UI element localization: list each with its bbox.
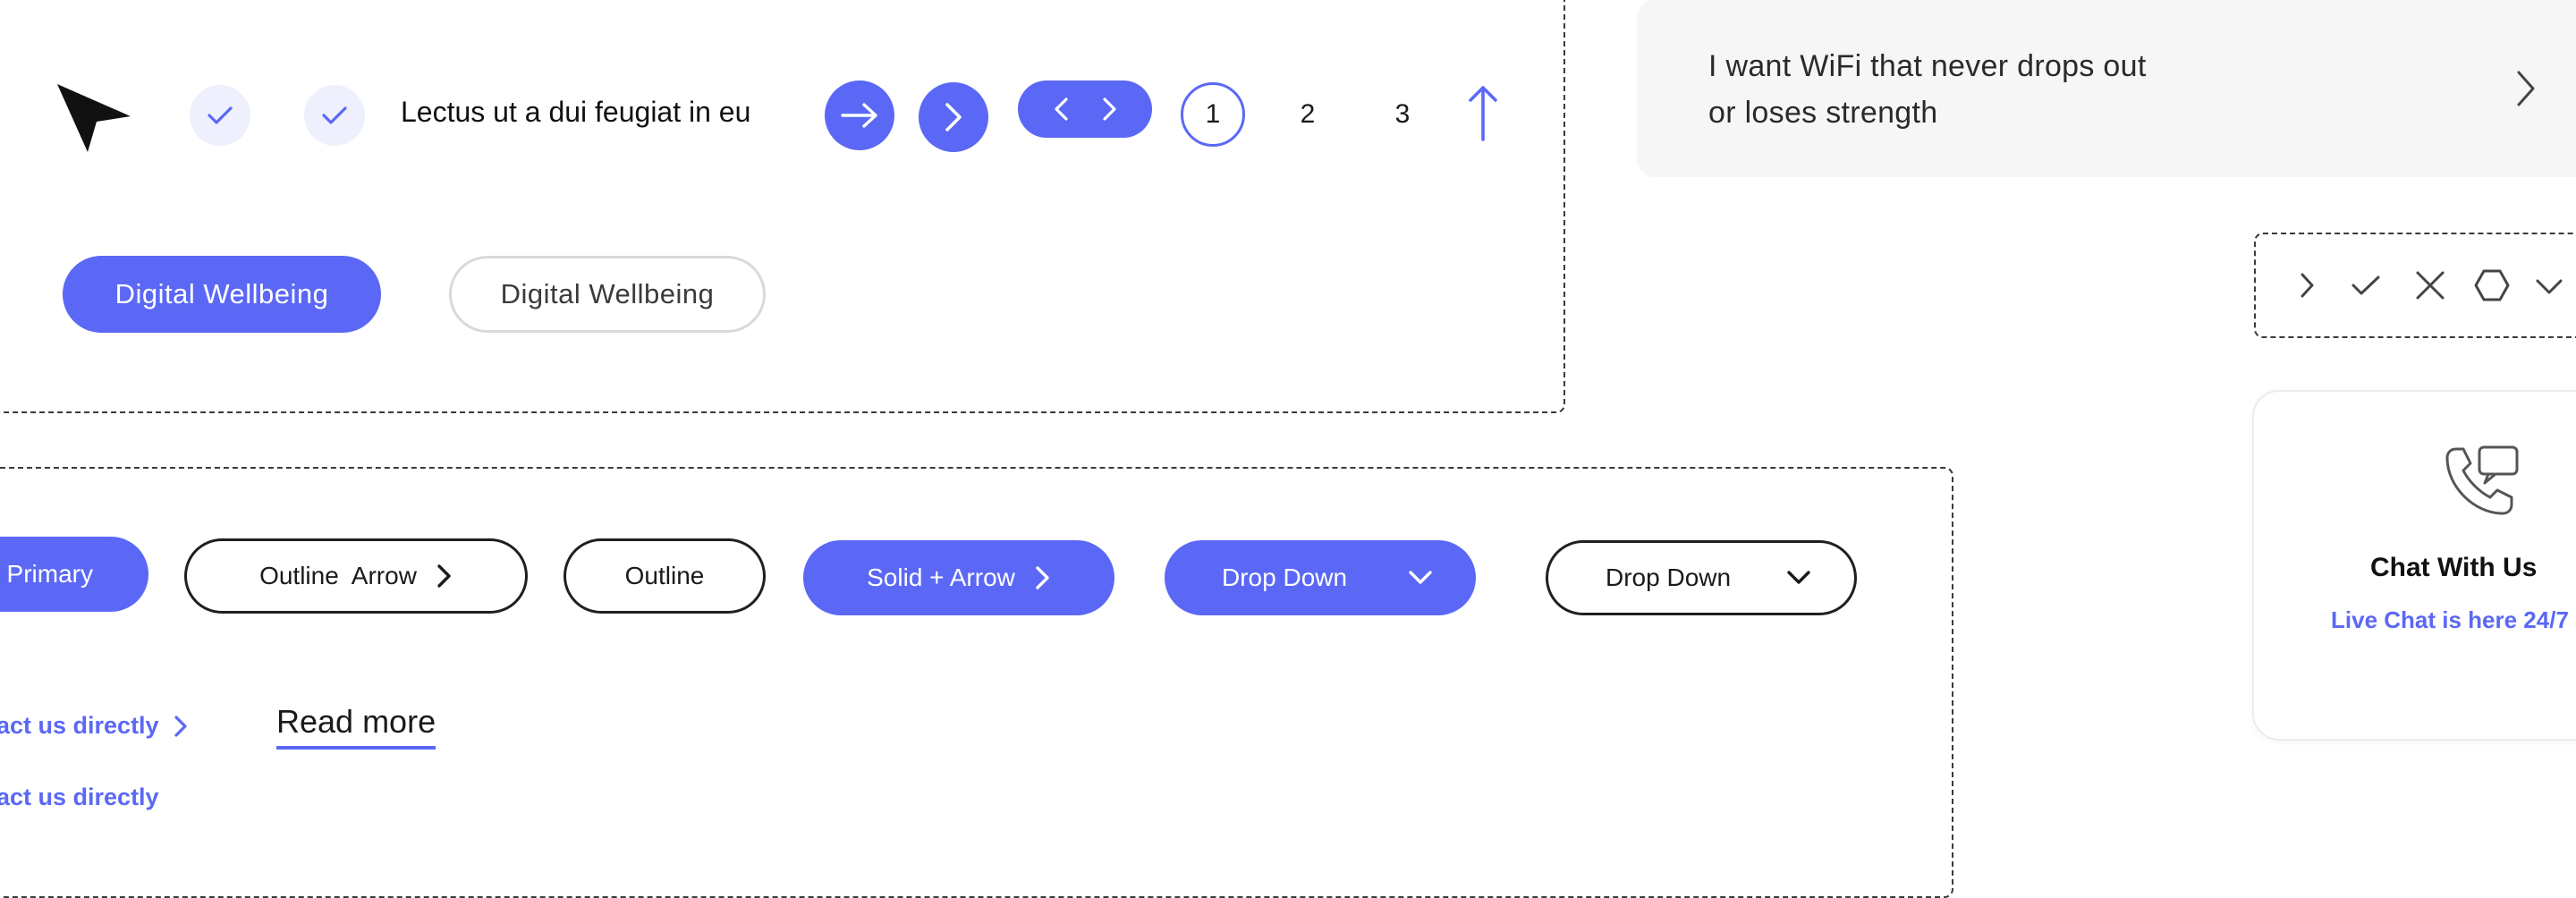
chevron-right-icon xyxy=(945,103,962,131)
chat-card-subtitle: Live Chat is here 24/7 xyxy=(2331,606,2569,633)
tag-pill-solid[interactable]: Digital Wellbeing xyxy=(63,256,381,333)
page-3[interactable]: 3 xyxy=(1394,99,1411,129)
primary-button-label: Primary xyxy=(6,560,93,588)
chevron-right-icon xyxy=(437,564,451,588)
contact-link-label: act us directly xyxy=(0,712,159,739)
dropdown-solid[interactable]: Drop Down xyxy=(1165,540,1476,615)
primary-button[interactable]: Primary xyxy=(0,537,148,612)
page-1[interactable]: 1 xyxy=(1181,82,1245,147)
chevron-down-icon xyxy=(2535,277,2563,295)
arrow-right-icon xyxy=(841,103,877,128)
chevron-right-icon xyxy=(1036,566,1049,589)
faq-card[interactable]: I want WiFi that never drops out or lose… xyxy=(1637,0,2576,177)
check-icon xyxy=(2351,274,2381,297)
dropdown-outline[interactable]: Drop Down xyxy=(1546,540,1857,615)
prev-next-pager xyxy=(1018,80,1152,138)
outline-button[interactable]: Outline xyxy=(564,538,766,614)
check-icon xyxy=(322,106,347,124)
outline-arrow-button[interactable]: Outline Arrow xyxy=(184,538,528,614)
chat-card-title: Chat With Us xyxy=(2370,553,2538,582)
outline-arrow-label: Outline Arrow xyxy=(259,562,417,589)
solid-arrow-button[interactable]: Solid + Arrow xyxy=(803,540,1114,615)
chevron-right-icon xyxy=(2516,70,2536,107)
faq-question-line2: or loses strength xyxy=(1708,96,1938,130)
hexagon-icon xyxy=(2474,268,2510,302)
read-more-link[interactable]: Read more xyxy=(276,703,436,750)
dropdown-solid-label: Drop Down xyxy=(1222,563,1348,591)
chevron-right-icon xyxy=(1102,97,1116,121)
arrow-right-button[interactable] xyxy=(825,80,894,150)
icon-strip xyxy=(2254,233,2576,338)
contact-link-plain-label: act us directly xyxy=(0,784,159,810)
faq-question-line1: I want WiFi that never drops out xyxy=(1708,49,2147,83)
cursor-arrow-icon xyxy=(55,80,132,154)
faq-question: I want WiFi that never drops out or lose… xyxy=(1708,43,2147,136)
arrow-up-icon xyxy=(1469,86,1497,141)
chevron-right-button[interactable] xyxy=(919,82,988,152)
icon-showcase-panel xyxy=(0,0,1565,413)
chevron-right-icon xyxy=(174,715,187,737)
phone-chat-icon xyxy=(2444,442,2521,519)
chevron-down-icon xyxy=(1409,571,1432,584)
dropdown-outline-label: Drop Down xyxy=(1606,563,1732,591)
buttons-panel xyxy=(0,467,1953,898)
read-more-label: Read more xyxy=(276,703,436,740)
chat-card[interactable]: Chat With Us Live Chat is here 24/7 xyxy=(2252,390,2576,741)
close-icon xyxy=(2415,270,2445,301)
next-button[interactable] xyxy=(1102,97,1118,122)
chevron-right-icon xyxy=(2299,271,2315,300)
page-2[interactable]: 2 xyxy=(1300,99,1316,129)
check-button[interactable] xyxy=(190,85,250,146)
outline-button-label: Outline xyxy=(624,562,705,589)
contact-link-arrow[interactable]: act us directly xyxy=(0,712,188,740)
check-button[interactable] xyxy=(304,85,365,146)
scroll-top-button[interactable] xyxy=(1467,84,1499,141)
prev-button[interactable] xyxy=(1053,97,1069,122)
check-icon xyxy=(208,106,233,124)
sample-text: Lectus ut a dui feugiat in eu xyxy=(401,96,751,128)
solid-arrow-label: Solid + Arrow xyxy=(867,563,1015,591)
chevron-left-icon xyxy=(1054,97,1068,121)
contact-link-plain[interactable]: act us directly xyxy=(0,784,159,811)
tag-pill-outline[interactable]: Digital Wellbeing xyxy=(449,256,766,333)
chevron-down-icon xyxy=(1787,571,1810,584)
